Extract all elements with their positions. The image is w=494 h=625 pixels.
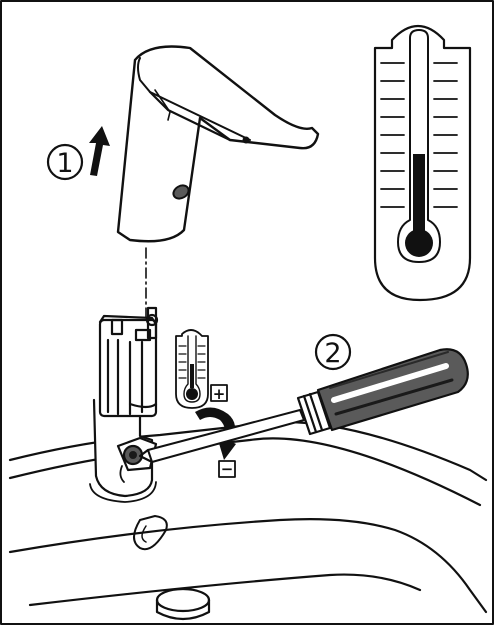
sensor-window	[172, 184, 190, 200]
small-thermometer-icon	[175, 329, 209, 409]
screwdriver-icon	[138, 348, 469, 464]
faucet-spout	[116, 45, 320, 243]
step-2-label: 2	[324, 338, 341, 369]
up-arrow-icon	[89, 126, 110, 176]
plus-sign: +	[213, 385, 226, 403]
decrease-temperature-box: −	[218, 460, 236, 478]
step-1-marker: 1	[46, 126, 110, 181]
increase-temperature-box: +	[210, 384, 228, 403]
thermometer-icon	[373, 25, 472, 302]
washbasin	[8, 420, 488, 621]
rotation-arrow-icon	[195, 407, 236, 460]
step-2-marker: 2	[314, 333, 352, 371]
step-1-label: 1	[56, 148, 73, 179]
faucet-body-cartridge	[89, 306, 159, 503]
minus-sign: −	[221, 460, 234, 478]
